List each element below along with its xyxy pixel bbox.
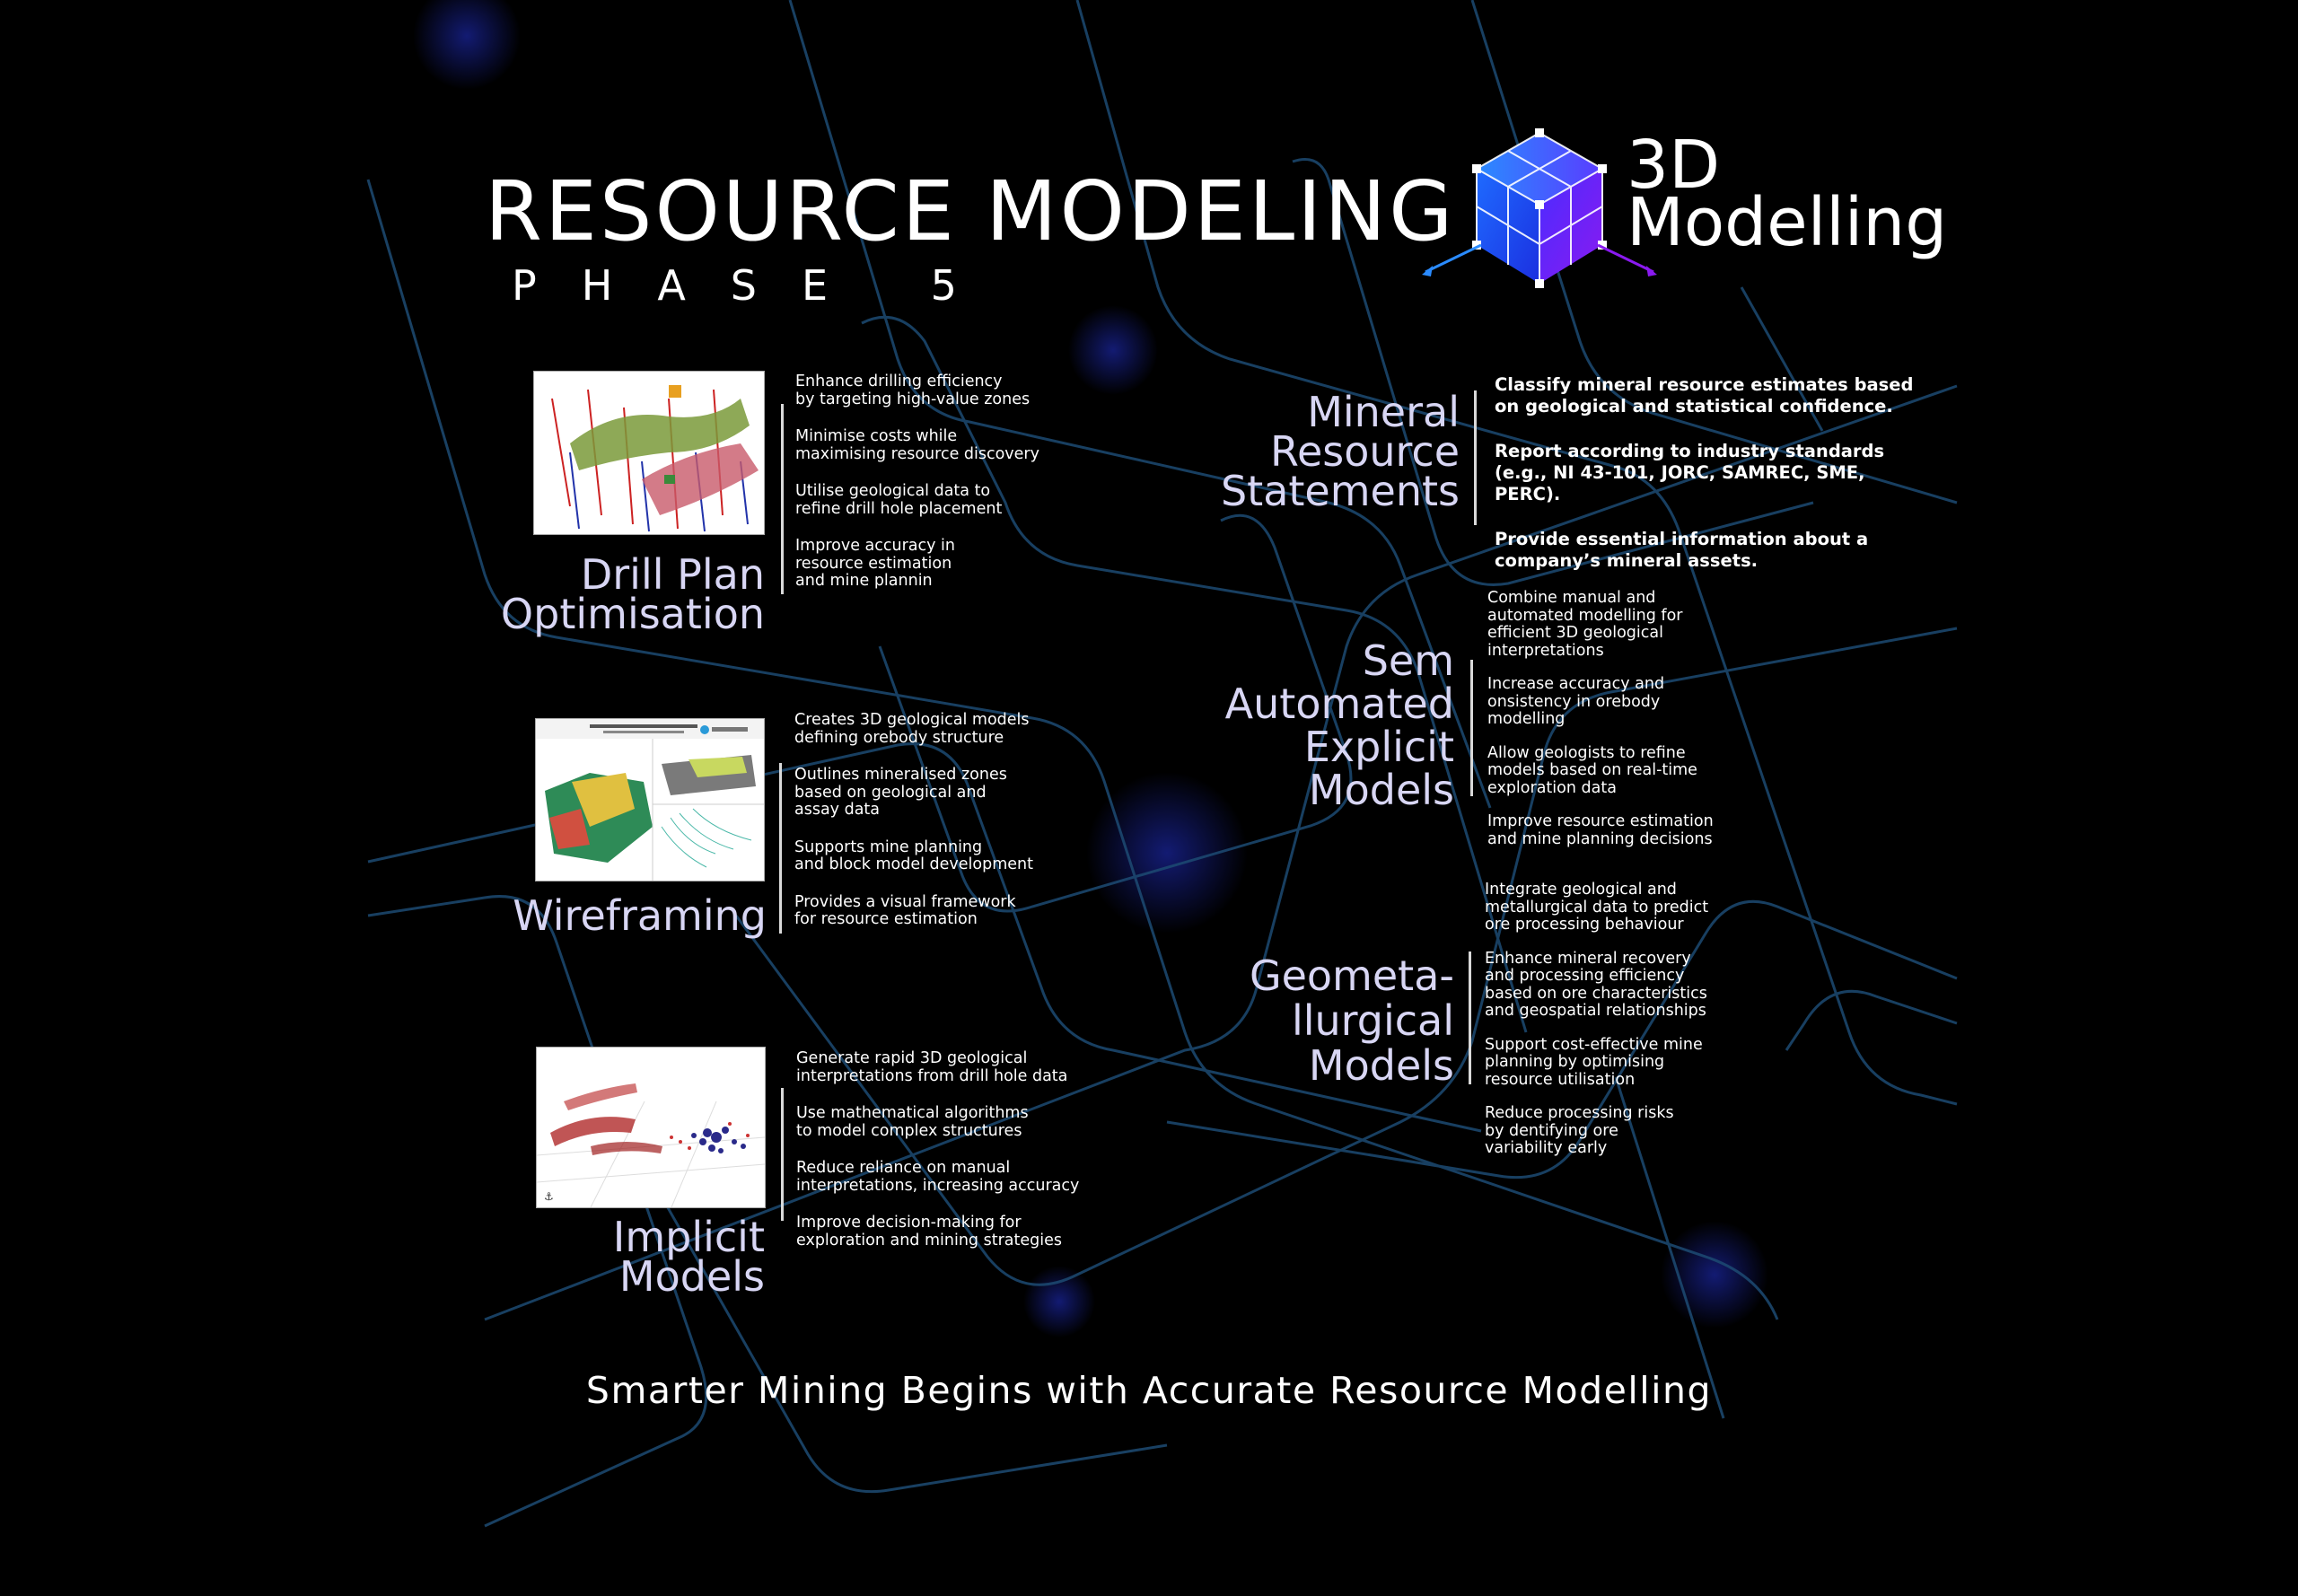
bullet-item: Improve decision-making for exploration …: [796, 1214, 1062, 1250]
section-title-wireframing-text: Wireframing: [513, 891, 767, 940]
section-title-mineral-resource: Mineral Resource Statements: [1167, 388, 1460, 515]
bullet-item: Combine manual and automated modelling f…: [1487, 589, 1683, 660]
bullet-item: Utilise geological data to refine drill …: [795, 482, 1003, 518]
bullet-item: Support cost-effective mine planning by …: [1485, 1035, 1703, 1089]
bullet-item: Allow geologists to refine models based …: [1487, 743, 1697, 797]
divider-wireframing: [779, 763, 782, 934]
bullet-item: Provides a visual framework for resource…: [794, 892, 1016, 928]
bullet-item: Increase accuracy and onsistency in oreb…: [1487, 675, 1665, 728]
bullet-item: Outlines mineralised zones based on geol…: [794, 766, 1007, 819]
bullet-item: Report according to industry standards (…: [1495, 441, 1885, 504]
bullets-wireframing: Creates 3D geological models defining or…: [794, 711, 1064, 949]
bullets-semi-automated: Combine manual and automated modelling f…: [1487, 589, 1757, 868]
bullet-item: Supports mine planning and block model d…: [794, 837, 1033, 873]
wireframing-thumbnail: [535, 718, 765, 881]
bullets-drill-plan: Enhance drilling efficiency by targeting…: [795, 373, 1065, 610]
tagline: Smarter Mining Begins with Accurate Reso…: [585, 1369, 1713, 1412]
bullet-item: Generate rapid 3D geological interpretat…: [796, 1049, 1068, 1085]
divider-drill-plan: [781, 404, 784, 594]
bullet-item: Reduce processing risks by dentifying or…: [1485, 1104, 1674, 1157]
logo-text: 3D Modelling: [1627, 127, 1948, 261]
bullet-item: Classify mineral resource estimates base…: [1495, 374, 1914, 417]
page-title: RESOURCE MODELING: [485, 163, 1456, 259]
bullet-item: Reduce reliance on manual interpretation…: [796, 1159, 1080, 1195]
section-title-implicit: Implicit Models: [467, 1213, 765, 1301]
bullet-item: Enhance mineral recovery and processing …: [1485, 949, 1707, 1020]
bullets-geometallurgical: Integrate geological and metallurgical d…: [1485, 881, 1772, 1178]
bullets-implicit: Generate rapid 3D geological interpretat…: [796, 1049, 1083, 1269]
bullet-item: Improve accuracy in resource estimation …: [795, 537, 955, 590]
section-title-semi-automated-text: Sem Automated Explicit Models: [1224, 636, 1454, 814]
svg-text:⚓: ⚓: [544, 1190, 554, 1203]
bullet-item: Improve resource estimation and mine pla…: [1487, 812, 1714, 848]
cube-icon: [1422, 128, 1657, 288]
section-title-drill-plan: Drill Plan Optimisation: [467, 550, 765, 638]
section-title-semi-automated: Sem Automated Explicit Models: [1167, 639, 1454, 811]
drill-plan-thumbnail: [533, 371, 765, 535]
divider-geometallurgical: [1469, 951, 1471, 1084]
bullet-item: Minimise costs while maximising resource…: [795, 427, 1039, 463]
bullet-item: Creates 3D geological models defining or…: [794, 711, 1030, 747]
divider-mineral-resource: [1474, 390, 1477, 525]
section-title-drill-plan-text: Drill Plan Optimisation: [500, 550, 765, 638]
bullet-item: Use mathematical algorithms to model com…: [796, 1104, 1029, 1140]
bullet-item: Integrate geological and metallurgical d…: [1485, 881, 1709, 934]
divider-implicit: [781, 1088, 784, 1221]
divider-semi-automated: [1470, 660, 1473, 796]
section-title-geometallurgical-text: Geometa- llurgical Models: [1249, 951, 1454, 1090]
bullet-item: Provide essential information about a co…: [1495, 529, 1869, 571]
page-subtitle: PHASE 5: [512, 261, 1002, 310]
section-title-geometallurgical: Geometa- llurgical Models: [1167, 953, 1454, 1088]
section-title-wireframing: Wireframing: [467, 891, 767, 940]
bullets-mineral-resource: Classify mineral resource estimates base…: [1495, 374, 1925, 595]
section-title-mineral-resource-text: Mineral Resource Statements: [1220, 388, 1460, 515]
bullet-item: Enhance drilling efficiency by targeting…: [795, 373, 1031, 408]
logo-line-1: 3D: [1627, 127, 1721, 204]
section-title-implicit-text: Implicit Models: [612, 1213, 765, 1301]
implicit-models-thumbnail: ⚓: [536, 1047, 766, 1208]
logo-line-2: Modelling: [1627, 184, 1948, 261]
